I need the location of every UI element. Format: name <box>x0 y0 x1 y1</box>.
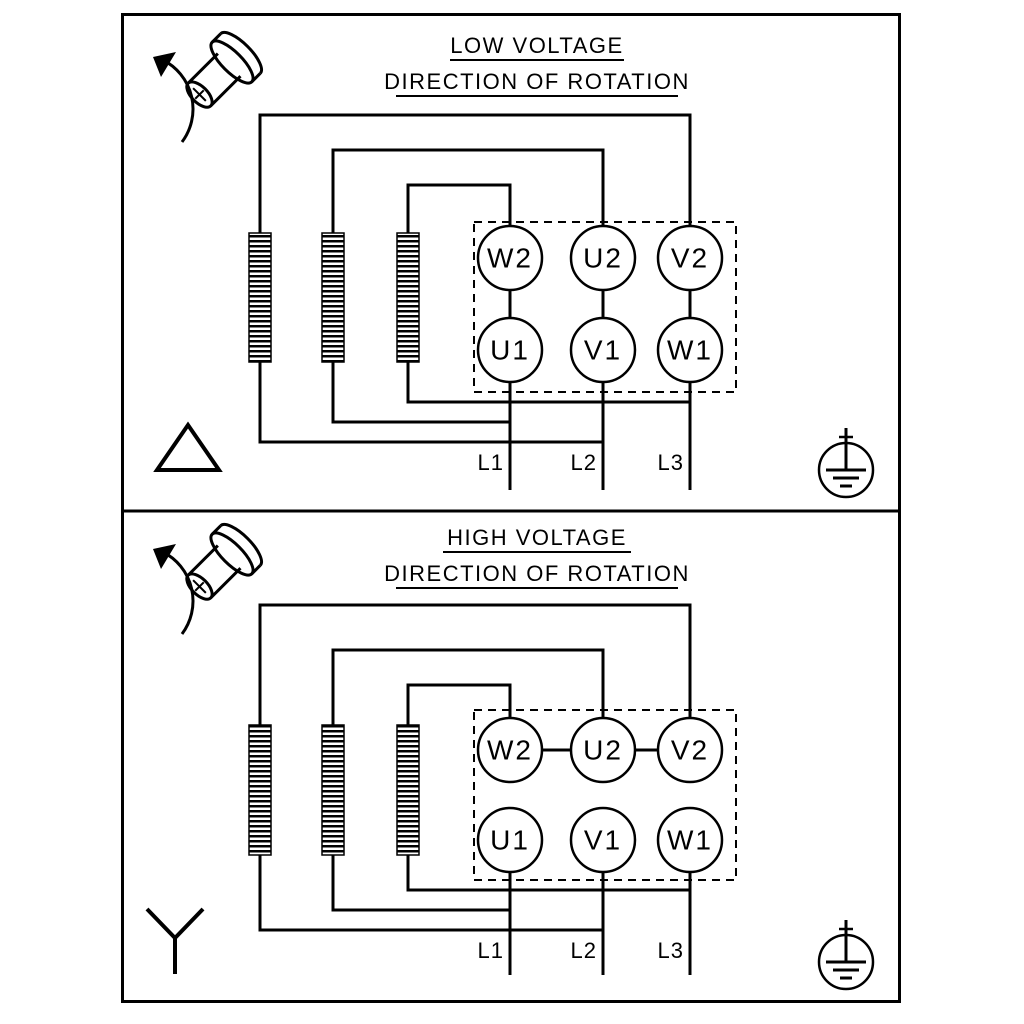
terminal-v1: V1 <box>569 316 637 384</box>
terminal-label: W2 <box>487 735 533 766</box>
winding-coil <box>321 232 345 363</box>
terminal-u1: U1 <box>476 316 544 384</box>
terminal-u2: U2 <box>569 224 637 292</box>
terminal-v2: V2 <box>656 224 724 292</box>
high-voltage-subtitle: DIRECTION OF ROTATION <box>384 561 690 586</box>
supply-line-label-l1: L1 <box>478 450 504 475</box>
low-voltage-wires <box>258 113 692 490</box>
terminal-label: U2 <box>583 243 623 274</box>
panel-high-voltage: HIGH VOLTAGE DIRECTION OF ROTATION <box>145 517 875 991</box>
terminal-w2: W2 <box>476 716 544 784</box>
winding-coil <box>396 232 420 363</box>
supply-line-label-l3: L3 <box>658 938 684 963</box>
low-voltage-subtitle: DIRECTION OF ROTATION <box>384 69 690 94</box>
high-voltage-terminals: W2 U2 V2 U1 V1 W1 <box>476 716 724 874</box>
winding-coil <box>248 232 272 363</box>
terminal-label: V1 <box>584 825 622 856</box>
terminal-u1: U1 <box>476 806 544 874</box>
high-voltage-coils <box>248 724 420 856</box>
supply-line-label-l1: L1 <box>478 938 504 963</box>
delta-connection-icon <box>153 421 223 472</box>
star-connection-icon <box>145 907 205 974</box>
terminal-u2: U2 <box>569 716 637 784</box>
terminal-label: V1 <box>584 335 622 366</box>
terminal-label: W1 <box>667 825 713 856</box>
high-voltage-wires <box>258 603 692 975</box>
supply-line-label-l2: L2 <box>571 450 597 475</box>
panel-low-voltage: LOW VOLTAGE DIRECTION OF ROTATION <box>151 25 875 499</box>
terminal-w2: W2 <box>476 224 544 292</box>
winding-coil <box>321 724 345 856</box>
winding-coil <box>248 724 272 856</box>
terminal-w1: W1 <box>656 316 724 384</box>
low-voltage-title: LOW VOLTAGE <box>450 33 623 58</box>
high-voltage-title: HIGH VOLTAGE <box>447 525 627 550</box>
terminal-label: V2 <box>671 243 709 274</box>
terminal-label: V2 <box>671 735 709 766</box>
terminal-label: U1 <box>490 825 530 856</box>
terminal-v2: V2 <box>656 716 724 784</box>
terminal-w1: W1 <box>656 806 724 874</box>
supply-line-label-l2: L2 <box>571 938 597 963</box>
terminal-label: U2 <box>583 735 623 766</box>
terminal-board-outline <box>473 709 737 881</box>
terminal-label: W2 <box>487 243 533 274</box>
low-voltage-coils <box>248 232 420 363</box>
supply-line-label-l3: L3 <box>658 450 684 475</box>
terminal-label: W1 <box>667 335 713 366</box>
terminal-v1: V1 <box>569 806 637 874</box>
terminal-label: U1 <box>490 335 530 366</box>
winding-coil <box>396 724 420 856</box>
terminal-board-outline <box>473 221 737 393</box>
low-voltage-terminals: W2 U2 V2 U1 V1 W1 <box>476 224 724 384</box>
